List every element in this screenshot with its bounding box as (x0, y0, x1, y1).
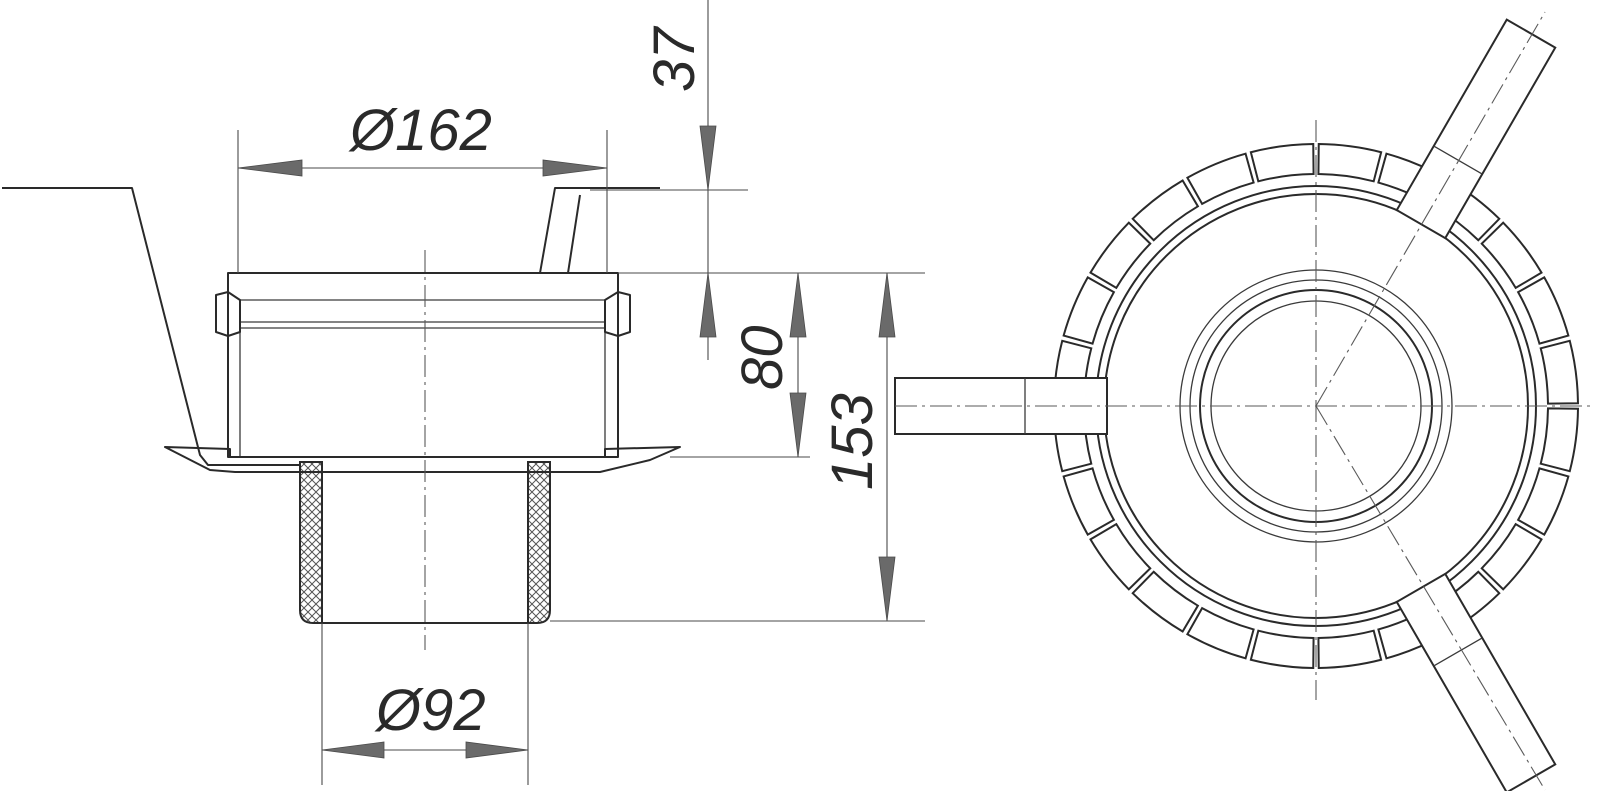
ring-segment (1131, 179, 1200, 242)
ring-segment (1249, 143, 1315, 183)
total-height-label: 153 (820, 393, 885, 490)
bottom-diameter-label: Ø92 (374, 678, 486, 743)
flange-hatch-left (299, 461, 323, 473)
plan-center-diag-down (1315, 405, 1546, 791)
ring-segment (1186, 152, 1255, 206)
ring-segment (1539, 339, 1580, 405)
pipe-wall-left (299, 471, 323, 624)
ring-segment (1062, 276, 1116, 345)
plan-center-diag-up (1315, 11, 1546, 407)
ring-segment (1317, 629, 1383, 669)
dim-bottom-diameter: Ø92 (321, 623, 529, 785)
flange-hatch-right (527, 461, 551, 473)
ring-segment (1131, 570, 1200, 633)
flange (164, 446, 681, 473)
ring-segment (1480, 522, 1543, 591)
pipe-wall-right (527, 471, 551, 624)
ring-segment (1516, 276, 1570, 345)
outer-tile-ring (1052, 143, 1580, 669)
ring-segment (1516, 467, 1570, 536)
top-plan-view (894, 11, 1595, 791)
seal-right (604, 291, 631, 337)
dim-upper-height: 80 (618, 272, 925, 458)
ring-segment (1480, 221, 1543, 290)
seal-left (215, 291, 241, 337)
tab-lower-right (1395, 572, 1557, 791)
dim-total-height: 153 (550, 272, 925, 622)
dim-flange-offset: 37 (590, 0, 748, 360)
top-diameter-label: Ø162 (348, 98, 492, 163)
roof-slope-line (2, 187, 300, 466)
ring-segment (1062, 467, 1116, 536)
ring-segment (1186, 606, 1255, 660)
ring-segment (1249, 629, 1315, 669)
flange-offset-label: 37 (642, 25, 707, 92)
dim-top-diameter: Ø162 (237, 98, 608, 273)
tab-upper-right (1395, 18, 1557, 240)
upper-height-label: 80 (730, 325, 795, 390)
side-section-view: Ø162 Ø92 37 80 (2, 0, 925, 785)
top-tab (539, 187, 660, 274)
ring-segment (1089, 522, 1152, 591)
top-tab-inner (567, 194, 581, 274)
ring-segment (1317, 143, 1383, 183)
ring-segment (1539, 407, 1580, 473)
ring-segment (1089, 221, 1152, 290)
